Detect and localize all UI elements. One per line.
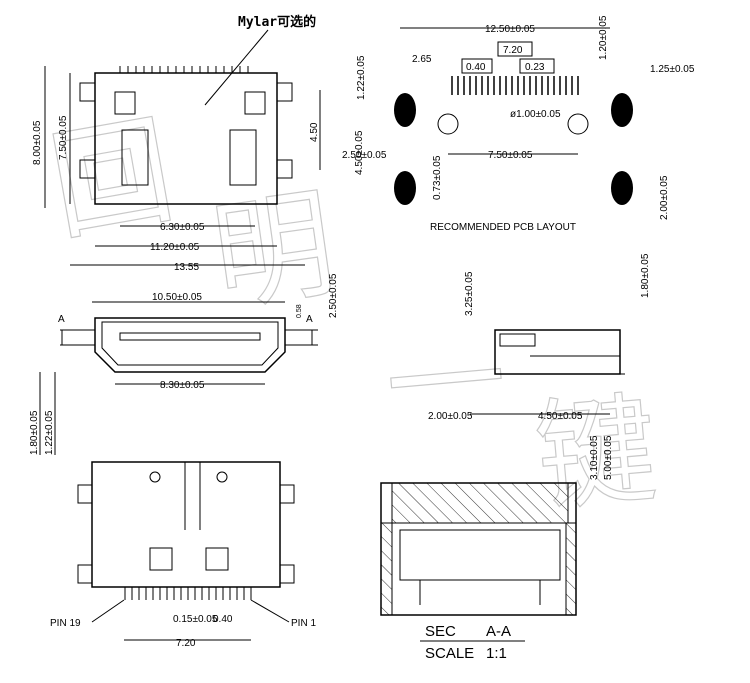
svg-text:10.50±0.05: 10.50±0.05 (152, 292, 202, 303)
section-label: SEC (425, 623, 456, 640)
mounting-pad (611, 93, 633, 127)
svg-text:11.20±0.05: 11.20±0.05 (150, 242, 200, 253)
svg-text:2.50±0.05: 2.50±0.05 (328, 273, 339, 318)
locating-hole (567, 113, 589, 135)
section-label: A-A (486, 623, 511, 640)
section-view: SEC A-A SCALE 1:1 (380, 482, 577, 662)
svg-text:回: 回 (41, 101, 183, 259)
svg-text:0.40: 0.40 (466, 62, 486, 73)
svg-text:8.00±0.05: 8.00±0.05 (32, 120, 43, 165)
svg-text:一: 一 (380, 310, 512, 459)
tab (79, 159, 96, 179)
section-mark-a: A (58, 314, 65, 325)
svg-text:7.50±0.05: 7.50±0.05 (58, 115, 69, 160)
svg-text:4.50±0.05: 4.50±0.05 (354, 130, 365, 175)
section-mark-a: A (306, 314, 313, 325)
locating-hole (437, 113, 459, 135)
svg-text:4.50: 4.50 (309, 122, 320, 142)
top-pins (119, 66, 249, 73)
pcb-pads (451, 76, 579, 95)
svg-text:7.20: 7.20 (176, 638, 196, 649)
svg-text:ø1.00±0.05: ø1.00±0.05 (510, 109, 561, 120)
svg-text:1.22±0.05: 1.22±0.05 (44, 410, 55, 455)
svg-text:2.00±0.05: 2.00±0.05 (428, 411, 473, 422)
scale-label: SCALE (425, 645, 474, 662)
svg-text:2.65: 2.65 (412, 54, 432, 65)
svg-text:2.00±0.05: 2.00±0.05 (659, 175, 670, 220)
side-view: 3.25±0.05 2.00±0.05 4.50±0.05 3.10±0.05 … (428, 271, 625, 480)
tab (79, 82, 96, 102)
mylar-note: Mylar可选的 (238, 14, 316, 30)
svg-text:0.23: 0.23 (525, 62, 545, 73)
svg-text:7.20: 7.20 (503, 45, 523, 56)
svg-text:0.40: 0.40 (213, 614, 233, 625)
top-plan-view: Mylar可选的 8.00±0.05 7.50±0.05 4.50 6.30±0… (32, 14, 321, 273)
pin-19-label: PIN 19 (50, 618, 81, 629)
pin-1-label: PIN 1 (291, 618, 316, 629)
svg-text:0.73±0.05: 0.73±0.05 (432, 155, 443, 200)
mounting-pad (611, 171, 633, 205)
receptacle-outline (94, 317, 286, 373)
svg-text:4.50±0.05: 4.50±0.05 (538, 411, 583, 422)
mounting-pad (394, 171, 416, 205)
svg-text:明: 明 (205, 174, 343, 328)
svg-text:1.80±0.05: 1.80±0.05 (29, 410, 40, 455)
svg-text:0.58: 0.58 (296, 304, 303, 318)
svg-text:1.25±0.05: 1.25±0.05 (650, 64, 695, 75)
front-view: 10.50±0.05 A A 0.58 2.50±0.05 8.30±0.05 … (29, 273, 339, 455)
tab (276, 82, 293, 102)
scale-value: 1:1 (486, 645, 507, 662)
bottom-view: PIN 19 PIN 1 0.15±0.05 0.40 7.20 (50, 461, 316, 649)
mounting-pad (394, 93, 416, 127)
svg-text:3.10±0.05: 3.10±0.05 (589, 435, 600, 480)
svg-text:1.20±0.05: 1.20±0.05 (598, 15, 609, 60)
svg-text:1.22±0.05: 1.22±0.05 (356, 55, 367, 100)
svg-text:7.50±0.05: 7.50±0.05 (488, 150, 533, 161)
watermark: 回 明 一 键 (40, 100, 662, 529)
svg-text:1.80±0.05: 1.80±0.05 (640, 253, 651, 298)
svg-text:12.50±0.05: 12.50±0.05 (485, 24, 535, 35)
bottom-pins (124, 587, 252, 600)
svg-text:8.30±0.05: 8.30±0.05 (160, 380, 205, 391)
bottom-outline (91, 461, 281, 588)
svg-text:5.00±0.05: 5.00±0.05 (603, 435, 614, 480)
pcb-layout: 12.50±0.05 1.22±0.05 2.65 7.20 0.40 0.23… (342, 15, 695, 298)
svg-text:2.50±0.05: 2.50±0.05 (342, 150, 387, 161)
pcb-caption: RECOMMENDED PCB LAYOUT (430, 222, 576, 233)
tab (276, 159, 293, 179)
mylar-leader (204, 29, 269, 106)
svg-text:0.15±0.05: 0.15±0.05 (173, 614, 218, 625)
svg-text:3.25±0.05: 3.25±0.05 (464, 271, 475, 316)
shell-outline (94, 72, 278, 205)
svg-text:6.30±0.05: 6.30±0.05 (160, 222, 205, 233)
svg-text:13.55: 13.55 (174, 262, 199, 273)
